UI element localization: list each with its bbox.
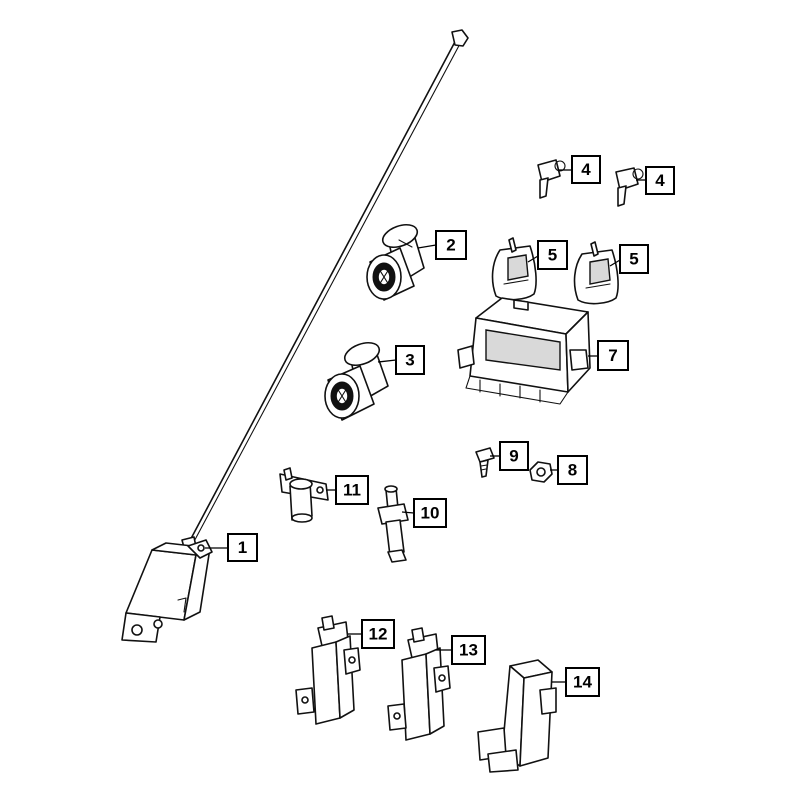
- callout-5b: 5: [619, 244, 649, 274]
- part-9-screw: [475, 447, 495, 478]
- callout-2: 2: [435, 230, 467, 260]
- callout-5b-label: 5: [629, 250, 638, 269]
- part-1-antenna-module: [121, 29, 469, 643]
- part-7-control-module: [457, 297, 591, 405]
- part-8-nut: [529, 461, 553, 483]
- callout-9: 9: [499, 441, 529, 471]
- callout-10: 10: [413, 498, 447, 528]
- part-12-bracket: [295, 615, 361, 725]
- callout-10-label: 10: [421, 504, 440, 523]
- callout-7: 7: [597, 340, 629, 371]
- part-2-lock-cylinder: [366, 223, 425, 301]
- callout-4b: 4: [645, 166, 675, 195]
- callout-4b-label: 4: [655, 171, 665, 190]
- callout-11-label: 11: [343, 481, 361, 500]
- callout-12: 12: [361, 619, 395, 649]
- callout-12-label: 12: [369, 625, 388, 644]
- callout-9-label: 9: [509, 447, 518, 466]
- callout-1-label: 1: [238, 538, 247, 557]
- callout-11: 11: [335, 475, 369, 505]
- callout-8-label: 8: [568, 461, 577, 480]
- callout-3: 3: [395, 345, 425, 375]
- leader-lines: [205, 169, 646, 683]
- part-13-bracket: [387, 627, 451, 741]
- callout-5a: 5: [537, 240, 568, 270]
- callout-14: 14: [565, 667, 600, 697]
- callout-2-label: 2: [446, 236, 455, 255]
- part-14-mounting-channel: [477, 659, 557, 773]
- part-10-switch-plunger: [377, 485, 409, 563]
- part-5-key-fob-b: [573, 241, 619, 305]
- callout-13-label: 13: [459, 641, 478, 660]
- callout-13: 13: [451, 635, 486, 665]
- part-4-key-blank-b: [615, 167, 644, 207]
- part-5-key-fob-a: [491, 237, 537, 301]
- part-3-lock-cylinder: [324, 341, 389, 421]
- part-11-bracket-sleeve: [279, 467, 329, 523]
- callout-8: 8: [557, 455, 588, 485]
- callout-1: 1: [227, 533, 258, 562]
- callout-5a-label: 5: [548, 246, 557, 265]
- callout-3-label: 3: [405, 351, 414, 370]
- callout-14-label: 14: [573, 673, 592, 692]
- callout-4a: 4: [571, 155, 601, 184]
- part-4-key-blank-a: [537, 159, 566, 199]
- callout-4a-label: 4: [581, 160, 591, 179]
- callout-7-label: 7: [608, 346, 617, 365]
